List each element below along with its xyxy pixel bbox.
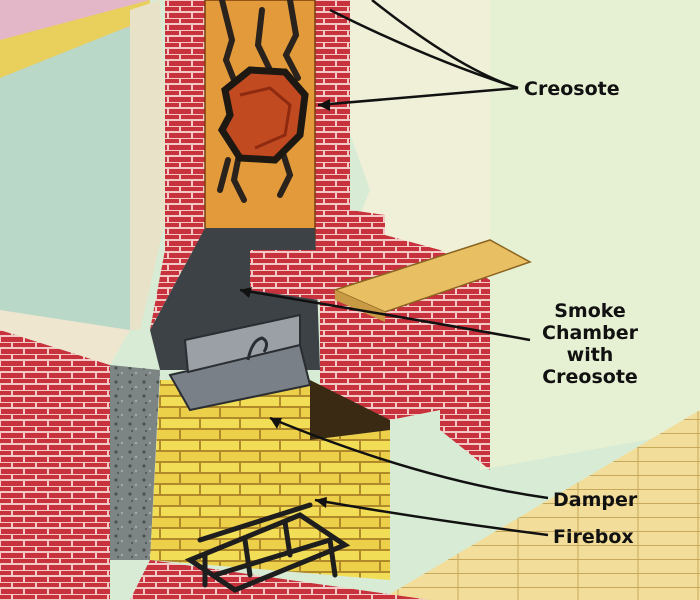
creosote-label: Creosote [524, 78, 620, 100]
smoke-chamber-label-line-1: Smoke [554, 300, 626, 322]
leader-lines [239, 0, 549, 537]
left-brick-pier [0, 330, 110, 600]
flue-hole-shading [239, 86, 292, 150]
smoke-chamber-label-line-3: with [566, 344, 614, 366]
wall-cut-edge-left [130, 0, 170, 330]
left-wall [0, 20, 130, 380]
creosote-leader-3 [317, 86, 519, 107]
smoke-chamber-left-brick [150, 228, 205, 330]
damper-label: Damper [553, 489, 638, 511]
smoke-chamber-label-line-4: Creosote [542, 366, 638, 388]
damper-leader [269, 416, 549, 500]
firebox-label: Firebox [553, 526, 634, 548]
smoke-chamber-label: Smoke Chamber with Creosote [530, 300, 650, 388]
log-grate [184, 502, 351, 593]
wood-floor [380, 410, 700, 600]
creosote-streaks [217, 0, 301, 203]
right-wall [480, 0, 700, 470]
firebox-leader [314, 498, 549, 537]
creosote-leader-2 [329, 8, 519, 90]
firebox-stone-infill [110, 365, 160, 560]
mantel-edge [335, 290, 385, 322]
smoke-chamber-leader [239, 288, 531, 342]
firebox-throat [310, 380, 390, 440]
leader-arrowheads [240, 99, 330, 508]
smoke-chamber-label-line-2: Chamber [542, 322, 638, 344]
damper-handle [246, 336, 269, 361]
ceiling-trim [0, 0, 150, 78]
creosote-flue-hole [217, 66, 309, 164]
left-wall-cut-top [0, 310, 130, 365]
damper-plate [183, 313, 301, 374]
mantel-shelf [332, 239, 532, 313]
